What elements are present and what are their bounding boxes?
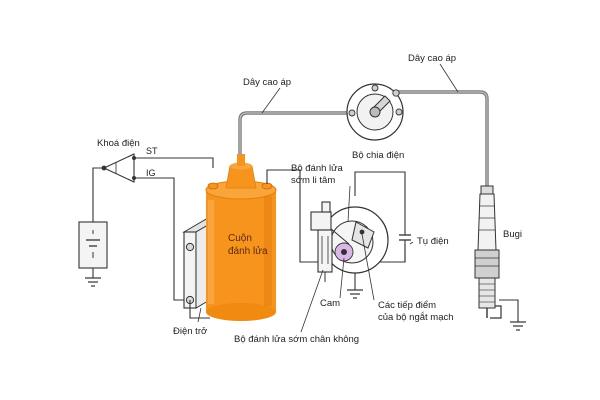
label-ig: IG — [146, 168, 156, 178]
label-centrifugal-advance-1: Bộ đánh lửa — [291, 163, 344, 174]
label-resistor: Điện trở — [173, 326, 207, 337]
ignition-switch — [101, 153, 136, 183]
distributor-body — [299, 171, 406, 299]
label-condenser: Tụ điện — [417, 236, 449, 247]
leader-lines — [197, 63, 459, 333]
label-centrifugal-advance-2: sớm li tâm — [291, 175, 335, 186]
spark-plug — [474, 185, 526, 331]
distributor-cap — [346, 83, 404, 141]
condenser — [397, 208, 413, 262]
label-breaker-contacts-1: Các tiếp điểm — [378, 300, 436, 311]
label-ignition-switch: Khoá điện — [97, 138, 140, 149]
label-distributor-cap: Bộ chia điện — [352, 150, 404, 161]
vacuum-advance-and-cam — [310, 201, 333, 282]
label-cam: Cam — [320, 298, 340, 309]
label-vacuum-advance: Bộ đánh lửa sớm chân không — [234, 334, 359, 345]
label-hv-wire-left: Dây cao áp — [243, 77, 291, 88]
label-spark-plug: Bugi — [503, 229, 522, 240]
hv-wire-distributor-to-plug — [396, 90, 489, 194]
hv-wire-coil-to-distributor — [238, 111, 354, 162]
ignition-coil — [205, 154, 277, 321]
label-breaker-contacts-2: của bộ ngắt mạch — [378, 312, 454, 323]
label-st: ST — [146, 146, 158, 156]
battery — [78, 221, 108, 287]
label-coil-1: Cuộn — [228, 233, 252, 244]
label-hv-wire-right: Dây cao áp — [408, 53, 456, 64]
label-coil-2: đánh lửa — [228, 245, 268, 257]
